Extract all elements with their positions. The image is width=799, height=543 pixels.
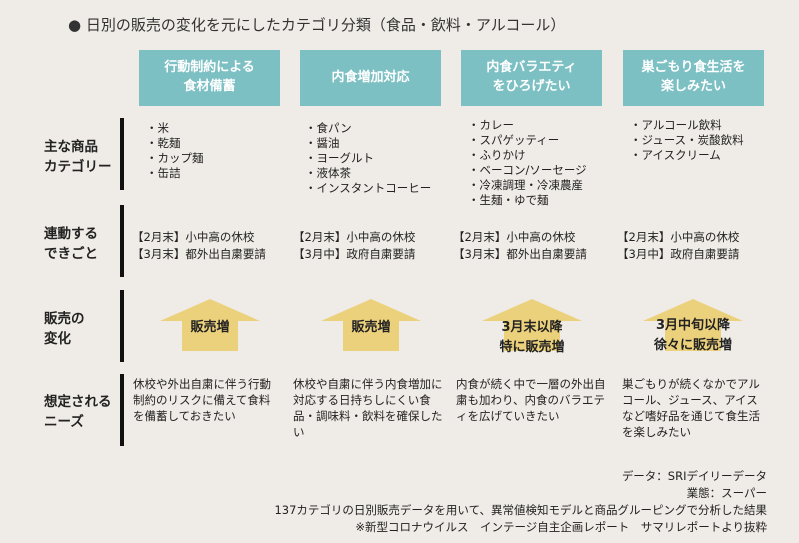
list-item: ・スパゲッティー	[468, 133, 560, 147]
category-list: ・食パン ・醤油 ・ヨーグルト ・液体茶 ・インスタントコーヒー	[305, 121, 431, 196]
sales-change-label: 販売増	[190, 320, 230, 335]
row-label-needs: 想定される ニーズ	[44, 394, 112, 431]
footer-citation: ※新型コロナウイルス インテージ自主企画レポート サマリレポートより抜粋	[355, 520, 767, 534]
row-divider	[120, 290, 124, 362]
row-divider	[120, 118, 124, 190]
category-list: ・カレー ・スパゲッティー ・ふりかけ ・ベーコン/ソーセージ ・冷凍調理・冷凍…	[468, 118, 587, 208]
list-item: ・ベーコン/ソーセージ	[468, 163, 587, 177]
event-item: 【3月末】都外出自粛要請	[453, 247, 587, 261]
row-divider	[120, 374, 124, 446]
events-list: 【2月末】小中高の休校 【3月中】政府自粛要請	[293, 229, 415, 263]
events-list: 【2月末】小中高の休校 【3月末】都外出自粛要請	[132, 229, 266, 263]
event-item: 【2月末】小中高の休校	[293, 230, 416, 244]
needs-text: 休校や自粛に伴う内食増加に対応する日持ちしにくい食品・調味料・飲料を確保したい	[293, 377, 443, 439]
up-arrow-icon	[321, 299, 421, 351]
list-item: ・液体茶	[305, 166, 351, 180]
footer-method: 137カテゴリの日別販売データを用いて、異常値検知モデルと商品グルーピングで分析…	[274, 503, 767, 517]
list-item: ・米	[146, 121, 169, 135]
category-list: ・米 ・乾麺 ・カップ麺 ・缶詰	[146, 121, 204, 181]
event-item: 【3月末】都外出自粛要請	[132, 247, 266, 261]
sales-change-label: 販売増	[351, 320, 391, 335]
sales-change-label: 3月中旬以降 徐々に販売増	[653, 318, 732, 353]
list-item: ・アルコール飲料	[630, 118, 722, 132]
list-item: ・インスタントコーヒー	[305, 181, 432, 195]
event-item: 【2月末】小中高の休校	[617, 230, 740, 244]
column-header-stockpile: 行動制約による 食材備蓄	[139, 50, 280, 106]
sales-change-label: 3月末以降 特に販売増	[499, 320, 565, 355]
needs-text: 内食が続く中で一層の外出自粛も加わり、内食のバラエティを広げていきたい	[456, 377, 606, 423]
column-header-enjoy: 巣ごもり食生活を 楽しみたい	[623, 50, 764, 106]
list-item: ・食パン	[305, 121, 352, 135]
list-item: ・缶詰	[146, 166, 181, 180]
footer-format: 業態：スーパー	[686, 486, 767, 500]
row-label-categories: 主な商品 カテゴリー	[44, 139, 112, 176]
list-item: ・ジュース・炭酸飲料	[630, 133, 744, 147]
column-header-variety: 内食バラエティ をひろげたい	[461, 50, 602, 106]
up-arrow-icon	[643, 299, 743, 351]
needs-text: 巣ごもりが続くなかでアルコール、ジュース、アイスなど嗜好品を通じて食生活を楽しみ…	[622, 377, 760, 439]
event-item: 【2月末】小中高の休校	[453, 230, 576, 244]
list-item: ・ヨーグルト	[305, 151, 374, 165]
list-item: ・冷凍調理・冷凍農産	[468, 178, 583, 192]
list-item: ・生麺・ゆで麺	[468, 193, 549, 207]
row-label-events: 連動する できごと	[44, 226, 98, 263]
row-label-sales: 販売の 変化	[44, 311, 85, 348]
row-divider	[120, 205, 124, 277]
list-item: ・醤油	[305, 136, 340, 150]
source-notes: データ：SRIデイリーデータ 業態：スーパー 137カテゴリの日別販売データを用…	[274, 468, 767, 536]
needs-text: 休校や外出自粛に伴う行動制約のリスクに備えて食料を備蓄しておきたい	[133, 377, 271, 423]
event-item: 【2月末】小中高の休校	[132, 230, 255, 244]
events-list: 【2月末】小中高の休校 【3月中】政府自粛要請	[617, 229, 739, 263]
event-item: 【3月中】政府自粛要請	[293, 247, 416, 261]
list-item: ・カップ麺	[146, 151, 204, 165]
list-item: ・ふりかけ	[468, 148, 526, 162]
up-arrow-icon	[160, 299, 260, 351]
event-item: 【3月中】政府自粛要請	[617, 247, 740, 261]
list-item: ・カレー	[468, 118, 514, 132]
up-arrow-icon	[482, 299, 582, 351]
list-item: ・乾麺	[146, 136, 181, 150]
category-list: ・アルコール飲料 ・ジュース・炭酸飲料 ・アイスクリーム	[630, 118, 744, 163]
column-header-home-eating: 内食増加対応	[300, 50, 441, 106]
events-list: 【2月末】小中高の休校 【3月末】都外出自粛要請	[453, 229, 587, 263]
footer-data-source: データ：SRIデイリーデータ	[621, 469, 767, 483]
page-title: ● 日別の販売の変化を元にしたカテゴリ分類（食品・飲料・アルコール）	[68, 16, 566, 34]
list-item: ・アイスクリーム	[630, 148, 721, 162]
